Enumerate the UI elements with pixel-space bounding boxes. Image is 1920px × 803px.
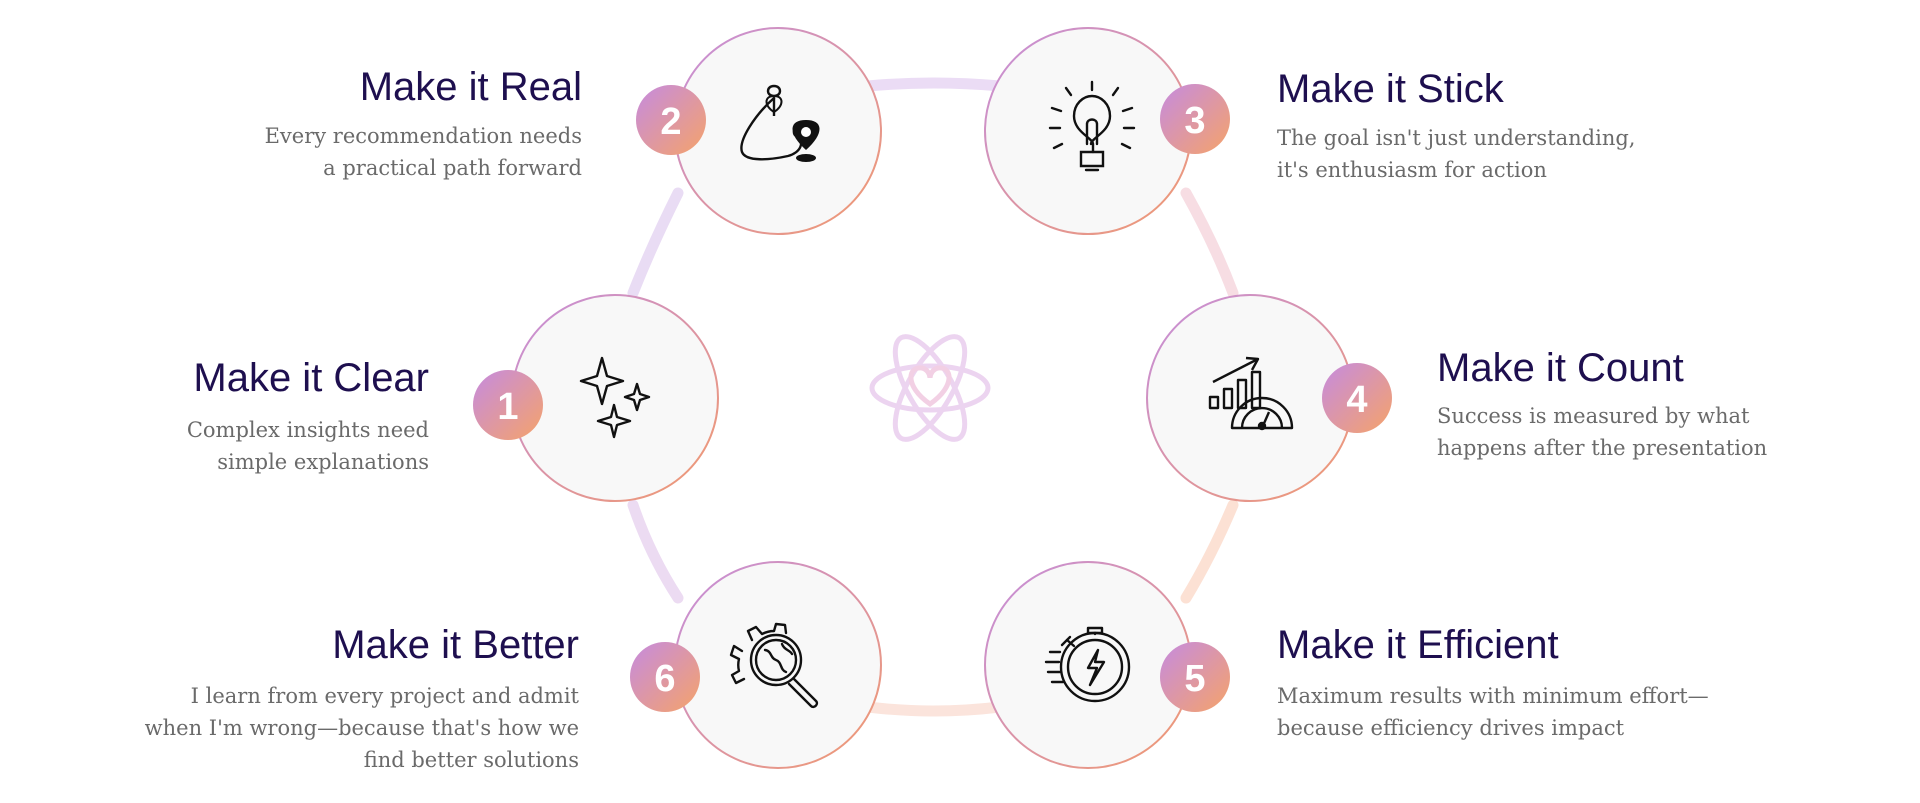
step-6-badge — [630, 642, 700, 712]
step-6-description: I learn from every project and admit whe… — [145, 680, 579, 776]
step-6-description-line: when I'm wrong—because that's how we — [144, 716, 579, 740]
step-3-title: Make it Stick — [1277, 67, 1504, 111]
step-4-description-line: happens after the presentation — [1437, 436, 1768, 460]
step-3-description-line: it's enthusiasm for action — [1277, 158, 1547, 182]
map-route-icon — [740, 84, 820, 162]
step-5-description-line: Maximum results with minimum effort— — [1277, 684, 1709, 708]
step-6-number: 6 — [654, 658, 675, 700]
step-4-node: 4 — [1146, 294, 1392, 502]
step-5-description: Maximum results with minimum effort— bec… — [1277, 680, 1709, 744]
atom-heart-icon — [869, 334, 991, 442]
step-5-description-line: because efficiency drives impact — [1277, 716, 1625, 740]
step-4-badge — [1322, 363, 1392, 433]
growth-chart-gauge-icon — [1208, 356, 1294, 431]
step-6-title: Make it Better — [332, 623, 579, 667]
step-3-number: 3 — [1184, 100, 1205, 142]
step-5-badge — [1160, 642, 1230, 712]
step-2-description: Every recommendation needs a practical p… — [265, 120, 582, 184]
step-3-description-line: The goal isn't just understanding, — [1277, 126, 1636, 150]
step-2-number: 2 — [660, 101, 681, 143]
step-2-description-line: Every recommendation needs — [264, 124, 582, 148]
step-4-number: 4 — [1346, 379, 1367, 421]
step-6-description-line: I learn from every project and admit — [190, 684, 579, 708]
step-4-description: Success is measured by what happens afte… — [1437, 400, 1767, 464]
step-6-description-line: find better solutions — [363, 748, 579, 772]
lightbulb-icon — [1048, 80, 1136, 172]
step-1-description: Complex insights need simple explanation… — [187, 414, 429, 478]
step-2-title: Make it Real — [359, 65, 582, 109]
step-3-description: The goal isn't just understanding, it's … — [1277, 122, 1636, 186]
stopwatch-lightning-icon — [1044, 626, 1131, 703]
connector-ring — [627, 77, 1239, 717]
step-4-description-line: Success is measured by what — [1437, 404, 1750, 428]
step-5-title: Make it Efficient — [1277, 623, 1559, 667]
step-2-badge — [636, 85, 706, 155]
step-1-badge — [473, 370, 543, 440]
step-1-title: Make it Clear — [193, 356, 429, 400]
step-5-number: 5 — [1184, 658, 1205, 700]
step-3-node: 3 — [984, 27, 1230, 235]
step-6-node: 6 — [630, 561, 882, 769]
gear-magnifier-icon — [729, 622, 819, 709]
step-1-description-line: simple explanations — [217, 450, 429, 474]
sparkles-icon — [579, 356, 651, 439]
step-2-description-line: a practical path forward — [323, 156, 582, 180]
step-4-title: Make it Count — [1437, 346, 1684, 390]
step-1-description-line: Complex insights need — [186, 418, 429, 442]
step-1-number: 1 — [497, 386, 518, 428]
step-1-node: 1 — [473, 294, 719, 502]
step-5-node: 5 — [984, 561, 1230, 769]
step-2-node: 2 — [636, 27, 882, 235]
step-3-badge — [1160, 84, 1230, 154]
